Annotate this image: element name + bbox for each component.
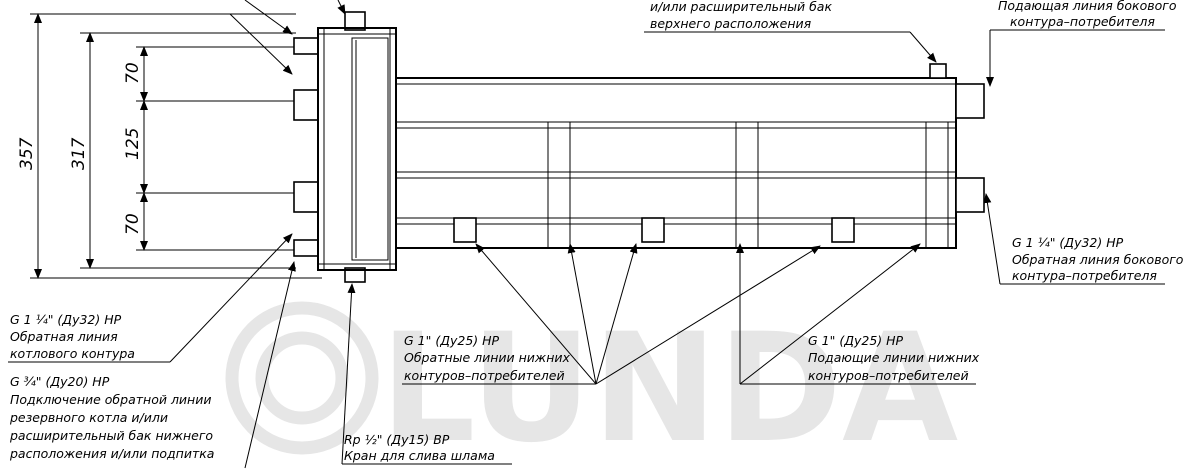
label-line: Подключение обратной линии <box>10 392 211 407</box>
label-line: Обратные линии нижних <box>404 350 570 365</box>
dim-total: 357 <box>17 137 37 170</box>
label-reserve-boiler: G ¾" (Ду20) НР Подключение обратной лини… <box>9 374 214 461</box>
dim-seg-mid: 125 <box>123 128 143 160</box>
label-bottom-supplies: G 1" (Ду25) НР Подающие линии нижних кон… <box>808 333 980 383</box>
label-line: G 1 ¼" (Ду32) НР <box>1012 235 1124 250</box>
dimension-lines: 357 317 70 125 70 <box>17 13 322 279</box>
watermark-logo: LUNDA <box>225 301 958 469</box>
dim-inner: 317 <box>69 137 89 170</box>
label-line: и/или расширительный бак <box>650 0 832 14</box>
label-line: Кран для слива шлама <box>344 448 495 463</box>
leader-lines <box>8 0 1165 469</box>
dim-seg-bottom: 70 <box>123 213 143 235</box>
label-bottom-returns: G 1" (Ду25) НР Обратные линии нижних кон… <box>404 333 570 383</box>
label-line: расширительный бак нижнего <box>9 428 213 443</box>
label-line: контура–потребителя <box>1012 268 1157 283</box>
label-line: контуров–потребителей <box>404 368 565 383</box>
label-line: Обратная линия <box>10 329 118 344</box>
label-side-supply: Подающая линия бокового контура–потребит… <box>998 0 1177 29</box>
label-line: G ¾" (Ду20) НР <box>10 374 110 389</box>
dim-seg-top: 70 <box>123 62 143 84</box>
label-line: контура–потребителя <box>1010 14 1155 29</box>
hydraulic-separator-body <box>293 11 985 283</box>
label-line: расположения и/или подпитка <box>9 446 214 461</box>
label-line: верхнего расположения <box>650 16 812 31</box>
label-line: Подающая линия бокового <box>998 0 1177 13</box>
label-line: G 1" (Ду25) НР <box>404 333 500 348</box>
label-top-right-partial: и/или расширительный бак верхнего распол… <box>650 0 832 31</box>
label-line: G 1 ¼" (Ду32) НР <box>10 312 122 327</box>
label-line: резервного котла и/или <box>9 410 168 425</box>
label-line: G 1" (Ду25) НР <box>808 333 904 348</box>
label-boiler-return: G 1 ¼" (Ду32) НР Обратная линия котловог… <box>10 312 135 361</box>
label-line: Rp ½" (Ду15) ВР <box>344 432 450 447</box>
label-line: Обратная линия бокового <box>1012 252 1184 267</box>
watermark-text: LUNDA <box>380 302 958 469</box>
label-drain: Rp ½" (Ду15) ВР Кран для слива шлама <box>344 432 495 463</box>
label-side-return: G 1 ¼" (Ду32) НР Обратная линия бокового… <box>1012 235 1184 283</box>
label-line: Подающие линии нижних <box>808 350 980 365</box>
label-line: котлового контура <box>10 346 135 361</box>
label-line: контуров–потребителей <box>808 368 969 383</box>
